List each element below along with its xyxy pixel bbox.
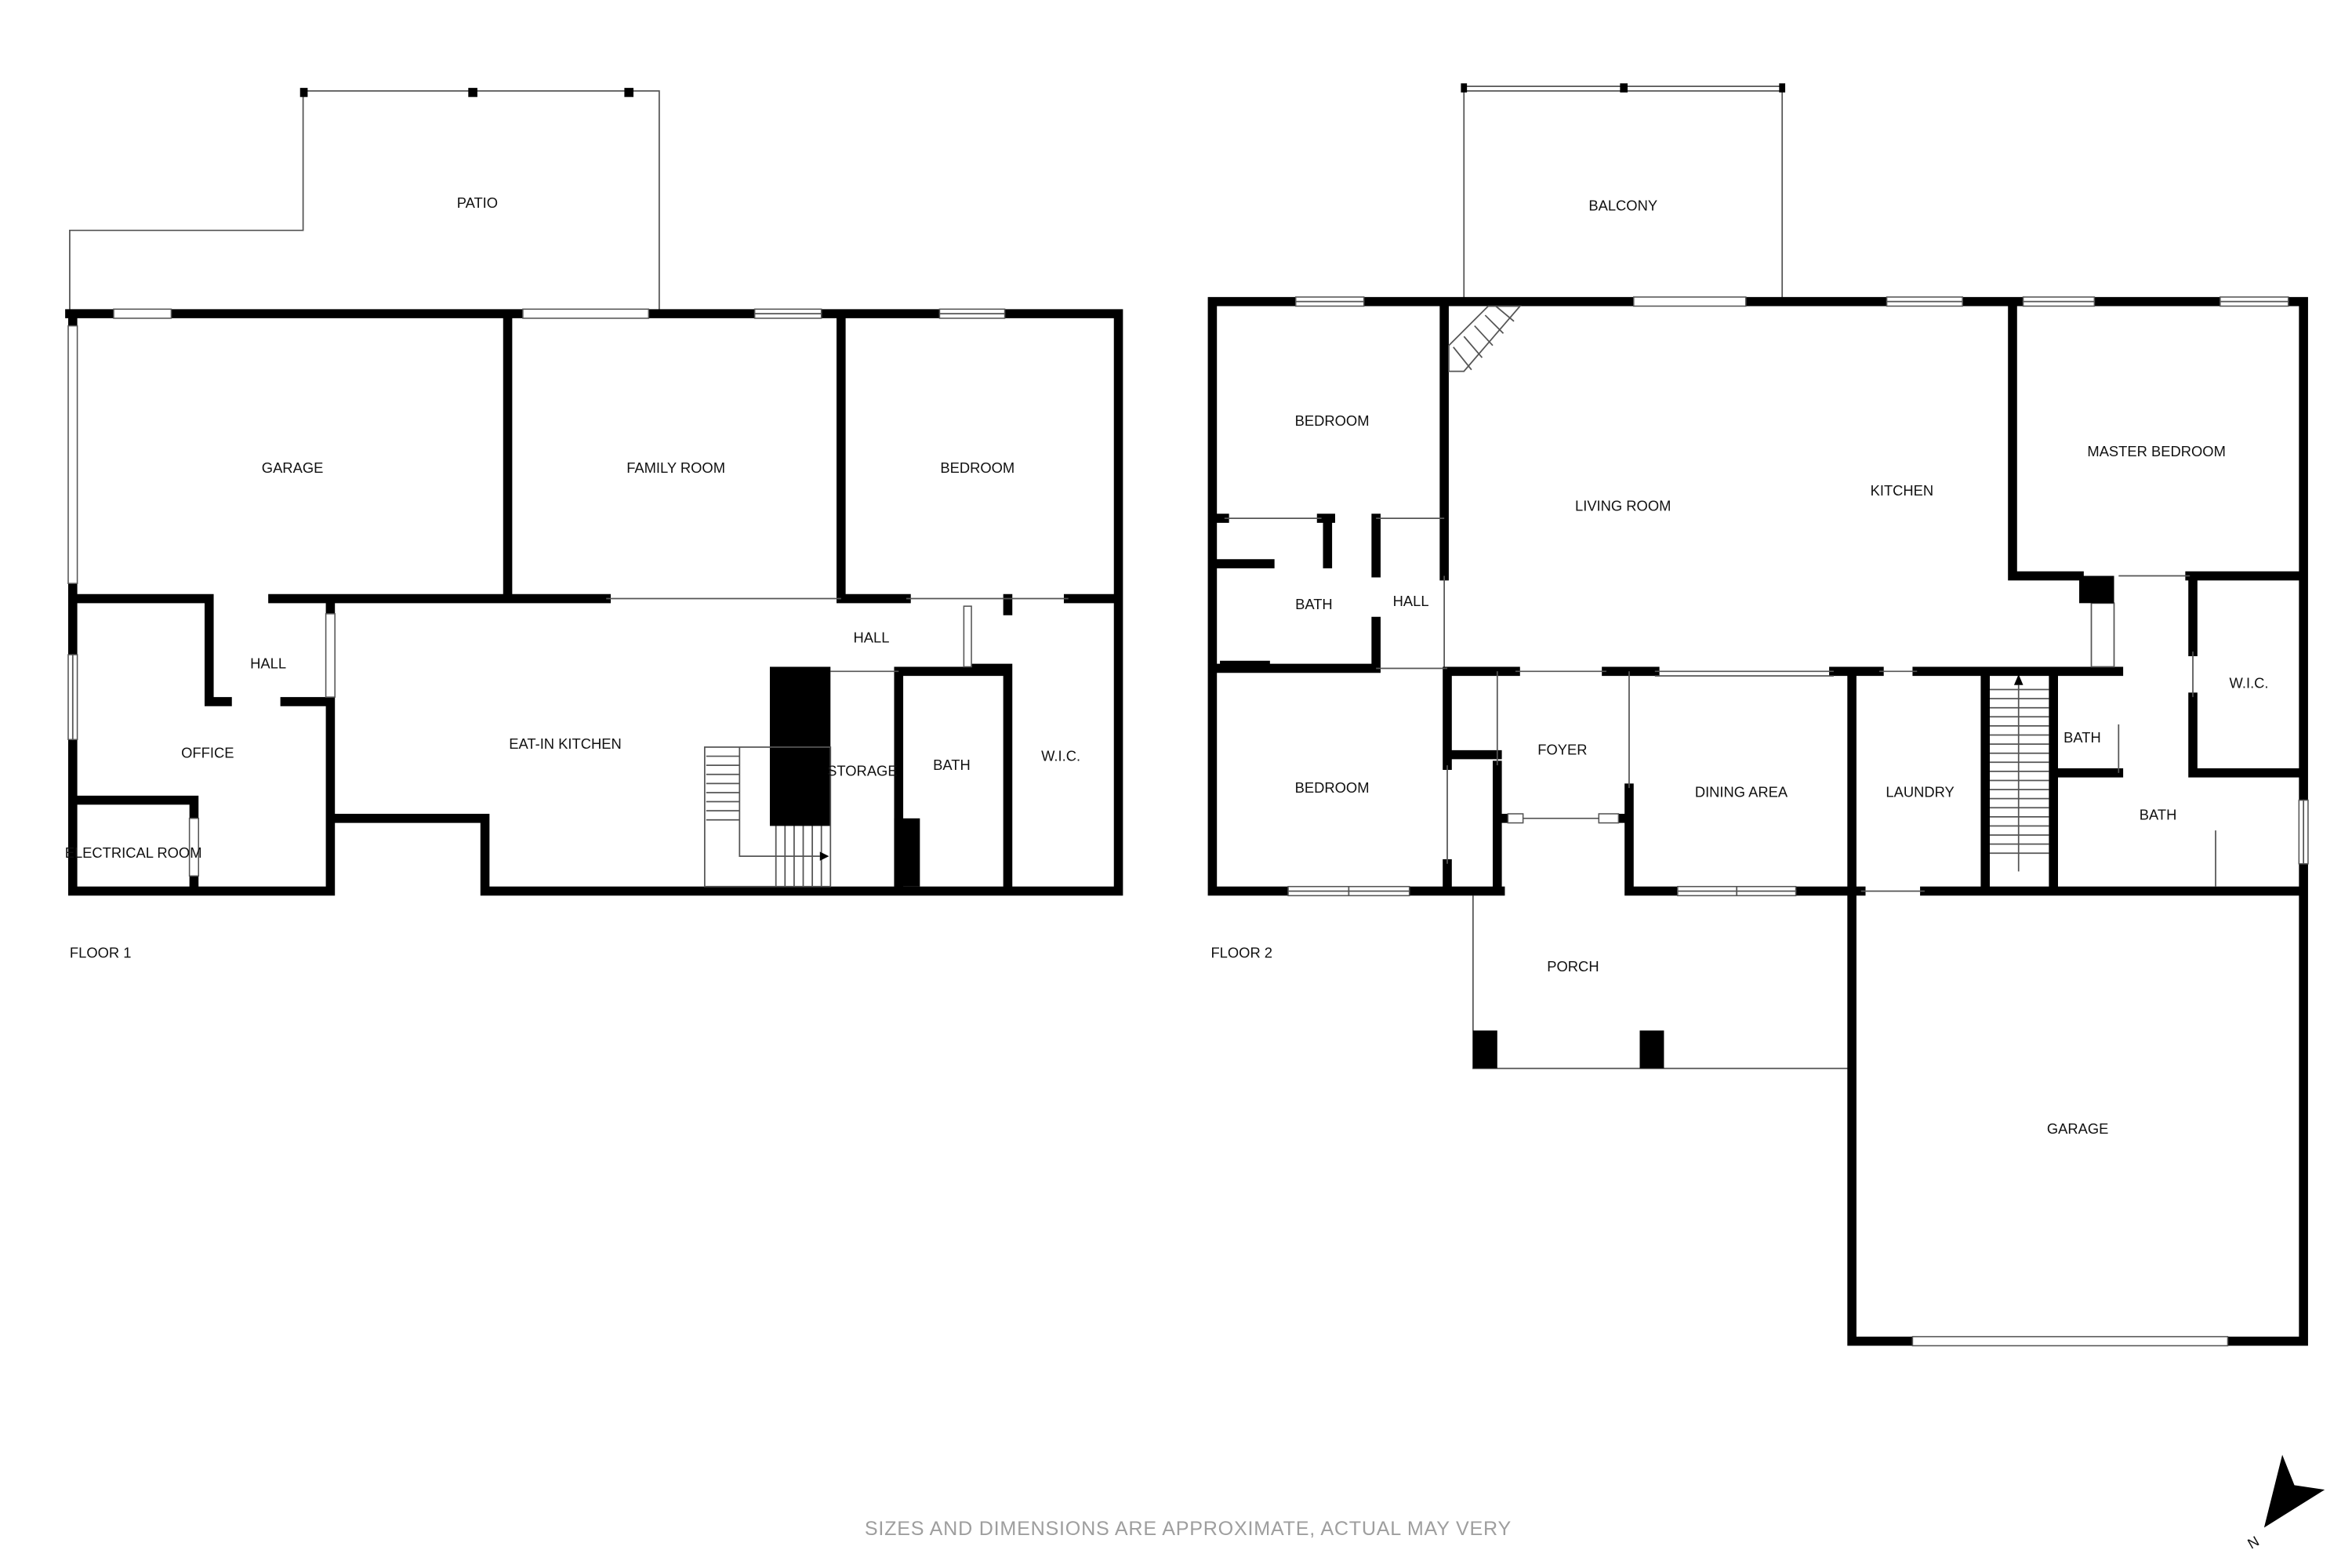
patio-post	[299, 88, 308, 97]
room-label-master-bath: BATH	[2140, 807, 2177, 823]
porch-post	[1639, 1030, 1664, 1069]
patio-post	[624, 88, 633, 97]
patio-post	[468, 88, 477, 97]
balcony-door	[1632, 296, 1747, 307]
balcony-post	[1461, 83, 1468, 93]
stair-arrowhead	[819, 851, 829, 861]
room-label-living-room: LIVING ROOM	[1575, 497, 1671, 514]
entry-door-jamb	[1507, 813, 1524, 824]
stair-direction-arrow	[739, 826, 820, 858]
room-label-eat-in-kitchen: EAT-IN KITCHEN	[509, 735, 622, 752]
room-label-balcony: BALCONY	[1588, 198, 1657, 214]
balcony-post	[1779, 83, 1786, 93]
bath-fixture-block	[894, 818, 920, 887]
door-opening	[188, 818, 199, 877]
north-arrow-icon: N	[2245, 1454, 2325, 1552]
room-label-patio: PATIO	[457, 194, 498, 211]
window-glass-lines	[1288, 300, 2305, 896]
patio-outline	[69, 90, 660, 311]
room-label-bedroom: BEDROOM	[1295, 779, 1370, 796]
floor-1-stairs	[703, 746, 832, 887]
room-label-dining-area: DINING AREA	[1695, 784, 1788, 800]
room-label-hall: HALL	[854, 630, 890, 646]
floor-2-stairs	[1990, 674, 2049, 872]
floor-2-plan: BALCONY BEDROOM BATH HALL BEDROOM LIVING…	[1207, 83, 2309, 1347]
window-glass-lines	[71, 313, 1005, 740]
entry-door-jamb	[1598, 813, 1620, 824]
balcony-post	[1620, 83, 1628, 93]
stair-treads	[1453, 305, 1515, 371]
door-opening	[325, 613, 336, 698]
north-arrow-needle	[2263, 1454, 2325, 1528]
linen-closet	[2090, 602, 2115, 668]
room-label-bath: BATH	[1295, 596, 1333, 612]
room-label-garage: GARAGE	[2047, 1120, 2109, 1137]
porch-post	[1472, 1030, 1497, 1069]
room-label-bath: BATH	[933, 757, 971, 773]
floor-1-walls	[65, 309, 1123, 896]
room-label-porch: PORCH	[1547, 958, 1599, 975]
stair-outline	[1448, 305, 1522, 372]
room-label-hall: HALL	[250, 655, 286, 671]
north-label: N	[2245, 1533, 2262, 1552]
room-label-kitchen: KITCHEN	[1871, 482, 1934, 499]
garage-door	[1911, 1336, 2229, 1347]
balcony-outline	[1463, 85, 1784, 299]
garage-door	[67, 325, 78, 584]
room-label-bedroom: BEDROOM	[940, 459, 1014, 476]
closet-door	[963, 605, 972, 668]
stair-arrowhead	[2013, 674, 2024, 685]
room-label-bath: BATH	[2063, 729, 2101, 746]
room-label-office: OFFICE	[181, 744, 234, 760]
room-label-foyer: FOYER	[1537, 742, 1587, 758]
room-label-wic: W.I.C.	[1041, 747, 1080, 764]
stair-treads	[1990, 688, 2049, 855]
room-label-master-bedroom: MASTER BEDROOM	[2087, 443, 2225, 459]
master-closet-column	[2079, 575, 2114, 604]
room-label-family-room: FAMILY ROOM	[626, 459, 725, 476]
room-label-bedroom: BEDROOM	[1295, 412, 1370, 429]
patio-door	[522, 308, 650, 319]
living-room-corner-stairs	[1448, 305, 1522, 372]
floor-1-openings	[606, 597, 1069, 673]
disclaimer-text: SIZES AND DIMENSIONS ARE APPROXIMATE, AC…	[865, 1518, 1512, 1540]
window	[113, 308, 172, 319]
stair-outline	[703, 746, 832, 887]
storage-block	[769, 666, 831, 826]
room-label-garage: GARAGE	[262, 459, 324, 476]
hall-bath-fixture	[1220, 660, 1270, 670]
room-label-electrical-room: ELECTRICAL ROOM	[65, 844, 202, 861]
room-label-laundry: LAUNDRY	[1886, 784, 1954, 800]
floor-2-title: FLOOR 2	[1210, 945, 1272, 961]
floor-1-plan: PATIO GARAGE FAMILY ROOM BEDROOM HALL OF…	[65, 88, 1123, 961]
floor-2-openings	[1224, 517, 2216, 892]
room-label-wic: W.I.C.	[2230, 675, 2269, 691]
room-label-hall: HALL	[1393, 593, 1429, 609]
room-label-storage: STORAGE	[827, 763, 897, 779]
floor-1-title: FLOOR 1	[70, 945, 132, 961]
floor-2-walls	[1207, 296, 2308, 1346]
